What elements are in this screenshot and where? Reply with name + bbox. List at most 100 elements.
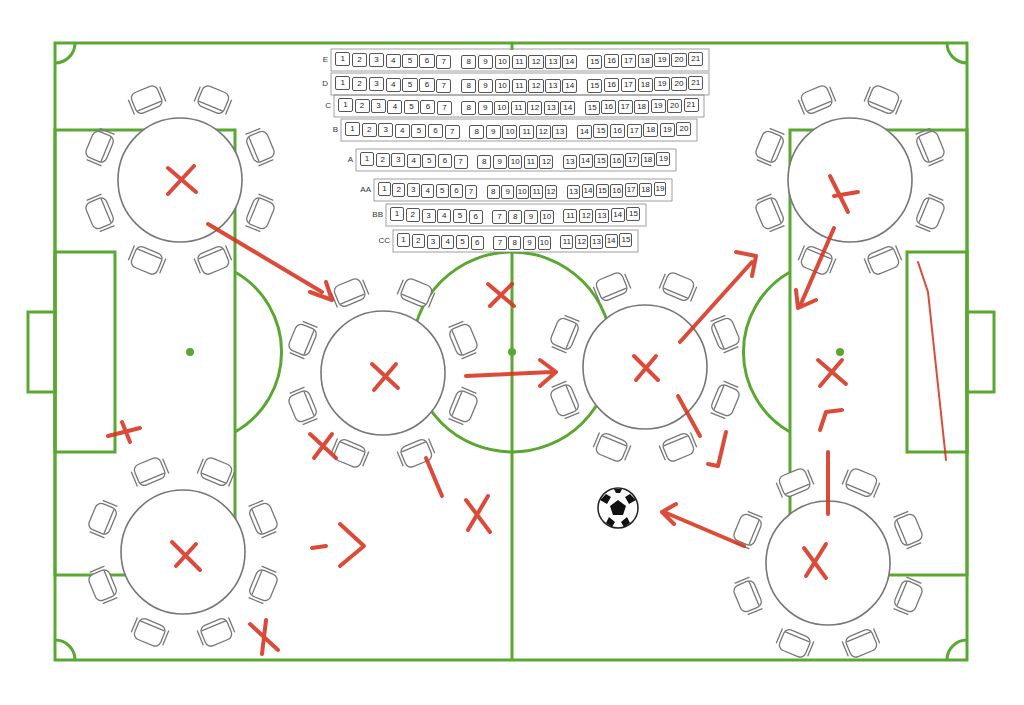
seat-number: 7 [442,104,446,112]
chair-seat [754,130,785,164]
chair [244,193,277,233]
seat-number: 17 [627,186,636,194]
chair-seat [245,196,276,230]
seat-number: 14 [580,128,589,136]
seat-number: 11 [515,58,523,66]
seat-box: 4 [421,184,434,198]
seat-number: 2 [357,80,361,88]
seat-number: 6 [426,103,430,111]
seat-box: 16 [610,184,623,198]
seat-box: 14 [579,154,593,168]
seat-box: 13 [590,235,603,249]
seat-number: 6 [433,127,437,135]
seat-box: 3 [369,53,384,67]
seat-number: 21 [691,79,700,87]
chair [193,244,233,277]
seat-number: 13 [569,188,578,196]
chair-seat [87,568,118,602]
chair-arm [449,387,477,425]
seat-number: 10 [498,82,507,90]
soccer-ball [598,488,638,528]
chair-seat [248,502,279,536]
chair-arm [449,321,477,359]
seat-number: 5 [408,81,412,89]
seat-box: 2 [392,183,405,197]
chair-arm [246,128,274,166]
seat-box: 10 [495,79,510,93]
seat-box: 1 [397,233,410,247]
seat-box: 5 [436,184,449,198]
seat-number: 1 [382,185,386,193]
corner-arc [947,640,967,660]
seat-number: 15 [588,104,597,112]
chair-seat [866,245,900,276]
chair [709,380,742,420]
seat-number: 5 [458,212,462,220]
chair-arm [290,321,318,359]
chair [775,466,815,499]
chair [330,437,370,470]
x-mark [466,496,490,532]
seat-number: 5 [417,127,421,135]
seat-number: 11 [566,212,574,220]
chair-arm [916,194,944,232]
chair-seat [199,456,233,487]
chair-arm [552,315,580,353]
chair-seat [448,389,479,423]
stand-riser [334,95,704,117]
chair-arm [757,194,785,232]
seat-number: 18 [641,81,650,89]
seat-box: 7 [492,210,506,224]
seat-box: 8 [508,236,521,250]
chair [127,244,167,277]
seat-number: 6 [443,157,447,165]
chair-seat [893,513,924,547]
seat-box: 18 [638,78,653,92]
seat-box: 2 [352,77,367,91]
seat-box: 18 [641,153,655,167]
seat-number: 5 [440,187,444,195]
chair-arm [197,618,235,646]
seat-box: 10 [495,55,510,69]
seat-number: 3 [376,102,380,110]
seat-box: 10 [508,155,522,169]
seat-box: 15 [619,233,632,247]
seat-box: 3 [407,183,420,197]
seat-number: 14 [565,82,574,90]
seat-number: 3 [384,126,388,134]
seat-number: 17 [630,127,639,135]
play-arrow [678,396,726,466]
corner-arc [947,43,967,63]
seat-number: 16 [613,127,622,135]
seat-number: 4 [391,57,395,65]
seat-box: 5 [453,209,467,223]
chair [753,193,786,233]
chair [731,576,764,616]
chair [914,127,947,167]
seat-number: 3 [426,212,430,220]
seat-number: 7 [442,58,446,66]
seat-number: 21 [691,55,700,63]
seat-number: 9 [527,239,531,247]
chair-seat [196,84,230,115]
chair-seat [754,196,785,230]
chair [83,193,116,233]
chair-arm [131,459,169,487]
chair-arm [776,470,814,498]
round-table [121,490,245,614]
seat-box: 19 [654,77,669,91]
seat-number: 21 [687,101,696,109]
seat-number: 10 [511,158,520,166]
chair-seat [710,317,741,351]
seat-box: 8 [508,210,522,224]
seat-box: 15 [626,207,640,221]
seat-box: 4 [387,100,402,114]
seat-number: 9 [483,82,487,90]
chair-arm [246,194,274,232]
seat-number: 7 [458,158,462,166]
seat-number: 13 [549,58,558,66]
chair-arm [864,87,902,115]
seat-box: 12 [528,79,543,93]
seat-box: 4 [441,235,454,249]
seat-number: 18 [643,156,652,164]
